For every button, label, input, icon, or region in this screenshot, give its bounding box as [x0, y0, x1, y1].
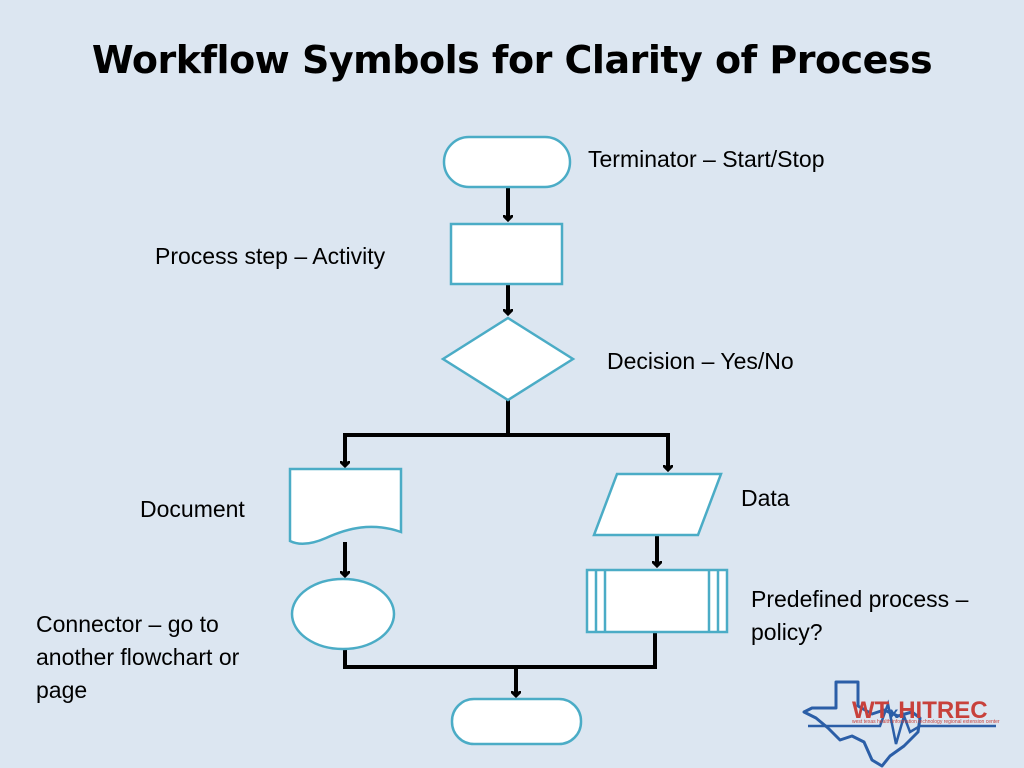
- data-shape: [592, 472, 723, 537]
- pulse-line-icon: [808, 699, 996, 745]
- label-predefined-process: Predefined process – policy?: [751, 586, 969, 645]
- arrow-decision-to-document: [345, 433, 508, 466]
- line-predefined-merge: [516, 632, 657, 669]
- line-connector-merge: [343, 648, 516, 669]
- predefined-process-shape: [585, 568, 729, 634]
- label-data: Data: [741, 485, 790, 511]
- logo-subtitle: west texas health information technology…: [852, 719, 1000, 725]
- logo-x: x: [889, 705, 898, 722]
- slide-title: Workflow Symbols for Clarity of Process: [91, 38, 933, 82]
- document-shape: [288, 467, 403, 545]
- label-terminator: Terminator – Start/Stop: [588, 146, 825, 172]
- terminator-end-shape: [450, 697, 583, 746]
- flow-arrows: [345, 188, 668, 696]
- logo-hitrec: HITREC: [898, 697, 987, 724]
- logo-wt: WT: [852, 697, 890, 724]
- wtxhitrec-logo: WTxHITREC west texas health information …: [802, 680, 1000, 768]
- label-connector: Connector – go to another flowchart or p…: [36, 611, 240, 703]
- decision-shape: [440, 316, 576, 402]
- connector-shape: [290, 577, 396, 651]
- texas-outline-icon: [802, 680, 922, 768]
- label-document: Document: [140, 496, 245, 522]
- label-decision: Decision – Yes/No: [607, 348, 794, 374]
- label-process-step: Process step – Activity: [155, 243, 386, 269]
- terminator-start-shape: [442, 135, 572, 189]
- svg-text:WTxHITREC: WTxHITREC: [852, 697, 988, 724]
- arrow-decision-to-data: [508, 433, 668, 470]
- process-step-shape: [449, 222, 564, 286]
